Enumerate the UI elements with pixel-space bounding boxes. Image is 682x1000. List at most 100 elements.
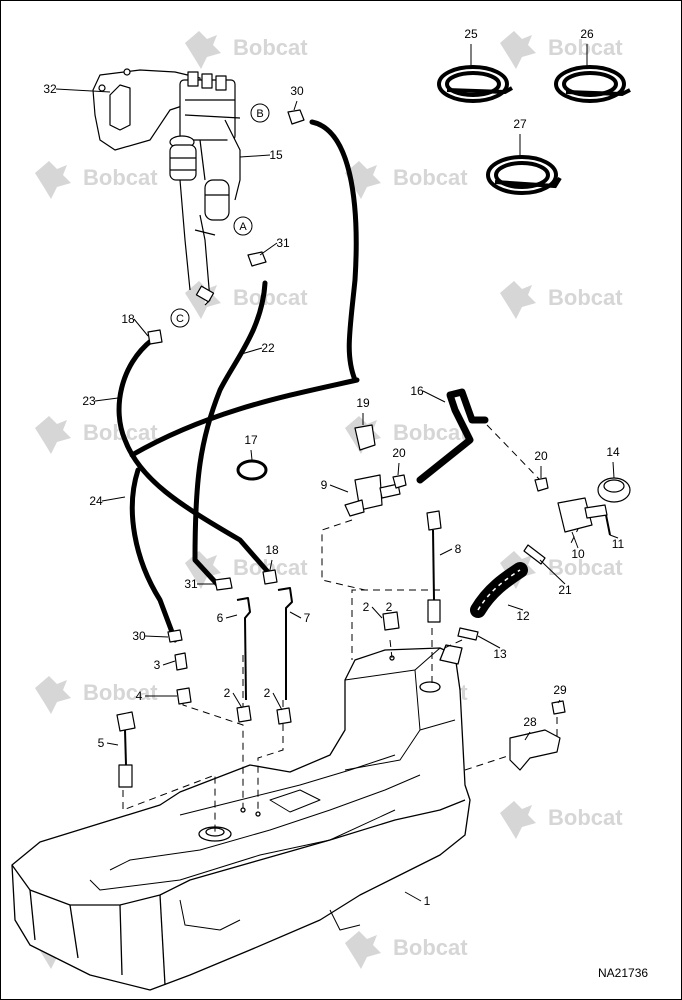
callout-19: 19 (356, 396, 370, 410)
callout-11: 11 (612, 537, 625, 551)
callout-32: 32 (43, 82, 57, 96)
leader-line-24 (101, 496, 126, 502)
leader-line-32 (55, 88, 111, 93)
callout-31: 31 (184, 577, 198, 591)
callout-2: 2 (386, 600, 393, 614)
callout-20: 20 (392, 446, 406, 460)
watermark-text: Bobcat (548, 35, 623, 60)
reference-circle-c (170, 308, 190, 328)
leader-line-6 (225, 614, 238, 619)
filter-assembly (92, 68, 241, 306)
clamp-30-lower (167, 629, 183, 643)
clamp-20-right (534, 477, 549, 492)
leader-line-22 (237, 347, 263, 356)
leader-line-11 (609, 534, 619, 539)
clamp-17 (236, 459, 268, 481)
callout-6: 6 (217, 611, 224, 625)
leader-line-30 (144, 635, 169, 638)
watermark-bobcat-logo-icon (500, 31, 536, 69)
watermark-bobcat-logo-icon (500, 281, 536, 319)
watermark-text: Bobcat (393, 935, 468, 960)
clamp-20-left (392, 474, 407, 489)
tube-6 (236, 597, 251, 701)
coiled-hose-25 (437, 65, 513, 103)
leader-line-3 (162, 660, 176, 666)
watermark-bobcat-logo-icon (185, 31, 221, 69)
clamp-31-upper (247, 251, 267, 267)
callout-1: 1 (424, 894, 431, 908)
callout-26: 26 (580, 27, 594, 41)
vent-valve-10 (557, 497, 593, 533)
drawing-id: NA21736 (598, 966, 648, 980)
callout-12: 12 (516, 609, 530, 623)
leader-line-18 (269, 559, 273, 571)
callout-28: 28 (523, 715, 537, 729)
grommet-2-a (382, 611, 400, 631)
coiled-hose-27 (486, 155, 562, 195)
reference-letter-a: A (239, 221, 247, 233)
grommet-2-c (276, 707, 292, 725)
fitting-18-upper (147, 329, 163, 345)
leader-line-10 (571, 531, 579, 549)
watermark-text: Bobcat (548, 285, 623, 310)
callout-18: 18 (265, 543, 279, 557)
watermark-bobcat-logo-icon (345, 161, 381, 199)
leader-line-8 (439, 548, 453, 556)
leader-line-14 (612, 461, 615, 479)
hose-12 (470, 562, 528, 618)
leader-line-9 (329, 484, 349, 493)
leader-line-31 (259, 242, 278, 256)
reference-letter-b: B (256, 108, 263, 120)
callout-15: 15 (269, 148, 283, 162)
fitting-18-lower (262, 569, 278, 585)
watermark-bobcat-logo-icon (185, 281, 221, 319)
callout-2: 2 (363, 600, 370, 614)
clamp-13 (457, 627, 479, 641)
callout-10: 10 (571, 547, 585, 561)
grommet-4 (176, 687, 192, 705)
reference-circle-a (233, 216, 253, 236)
clamp-31-lower (214, 577, 233, 591)
leader-line-2 (371, 606, 383, 619)
callout-27: 27 (513, 117, 527, 131)
leader-line-29 (557, 699, 561, 704)
clamp-21 (523, 544, 546, 565)
callout-17: 17 (244, 433, 258, 447)
screw-11 (605, 514, 611, 536)
watermark-bobcat-logo-icon (35, 416, 71, 454)
fuel-tank (11, 644, 471, 991)
leader-line-23 (94, 397, 119, 402)
callout-7: 7 (304, 611, 311, 625)
leader-line-28 (524, 731, 531, 741)
callout-16: 16 (410, 384, 424, 398)
callout-2: 2 (264, 686, 271, 700)
callout-4: 4 (136, 689, 143, 703)
small-parts (116, 109, 631, 788)
leader-line-5 (106, 742, 119, 746)
callout-14: 14 (606, 445, 620, 459)
watermark-text: Bobcat (233, 35, 308, 60)
callout-22: 22 (261, 341, 275, 355)
leader-line-17 (250, 449, 253, 461)
sender-8 (426, 510, 442, 531)
leader-line-2 (272, 692, 283, 711)
callout-5: 5 (98, 736, 105, 750)
tube-7 (277, 587, 293, 700)
callout-20: 20 (534, 449, 548, 463)
watermark-text: Bobcat (548, 805, 623, 830)
leader-line-13 (477, 635, 501, 649)
leader-line-20 (397, 462, 400, 476)
callout-13: 13 (493, 647, 507, 661)
watermark-text: Bobcat (393, 165, 468, 190)
hoses (116, 119, 489, 643)
clamp-30-upper (287, 109, 305, 125)
watermark-bobcat-logo-icon (35, 676, 71, 714)
watermark-text: Bobcat (233, 285, 308, 310)
callout-30: 30 (132, 629, 146, 643)
cap-19 (354, 424, 376, 451)
grommet-2-b (236, 705, 252, 723)
callout-leaders (55, 44, 619, 902)
bracket-28 (509, 729, 561, 771)
coiled-hoses (437, 65, 631, 195)
